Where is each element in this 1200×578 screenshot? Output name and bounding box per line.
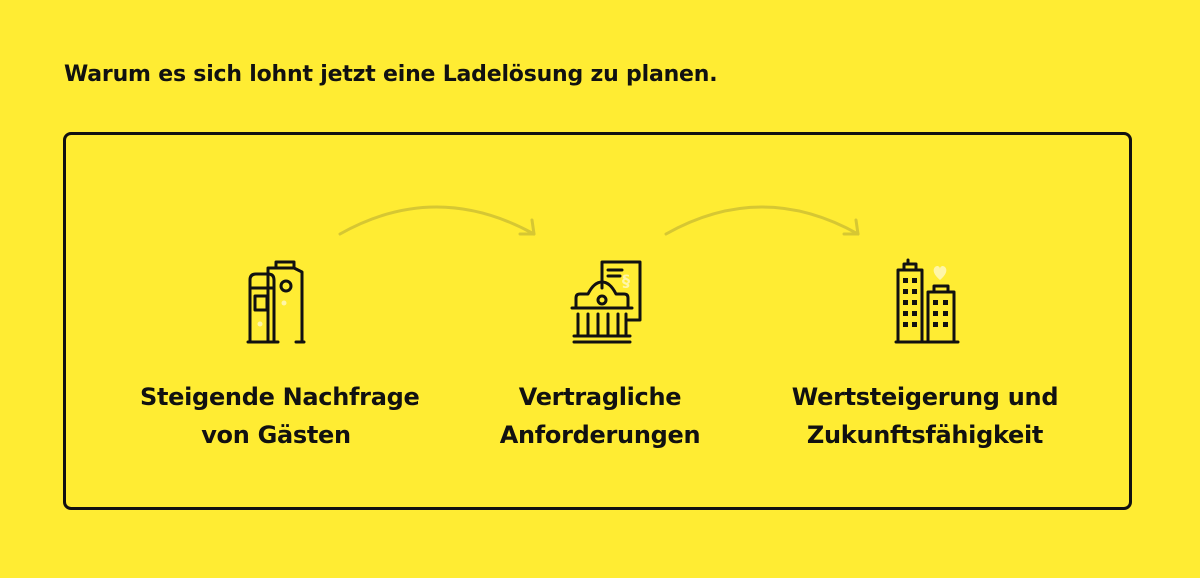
step-label-line: von Gästen bbox=[201, 421, 351, 449]
page-headline: Warum es sich lohnt jetzt eine Ladelösun… bbox=[64, 62, 718, 87]
step-label-line: Vertragliche bbox=[518, 383, 682, 411]
step-label-line: Wertsteigerung und bbox=[791, 383, 1059, 411]
step-label-line: Zukunftsfähigkeit bbox=[806, 421, 1044, 449]
step-label-value: Wertsteigerung und Zukunftsfähigkeit bbox=[780, 378, 1070, 454]
step-label-line: Steigende Nachfrage bbox=[140, 383, 420, 411]
curved-arrow-icon bbox=[664, 205, 860, 236]
svg-text:§: § bbox=[622, 271, 630, 290]
step-label-demand: Steigende Nachfrage von Gästen bbox=[140, 378, 420, 454]
step-label-line: Anforderungen bbox=[499, 421, 701, 449]
hotel-charging-icon bbox=[246, 260, 306, 344]
building-contract-icon: § bbox=[570, 260, 642, 344]
benefits-panel bbox=[63, 132, 1132, 510]
city-buildings-heart-icon bbox=[894, 258, 960, 344]
curved-arrow-icon bbox=[338, 205, 536, 236]
step-label-contract: Vertragliche Anforderungen bbox=[476, 378, 724, 454]
